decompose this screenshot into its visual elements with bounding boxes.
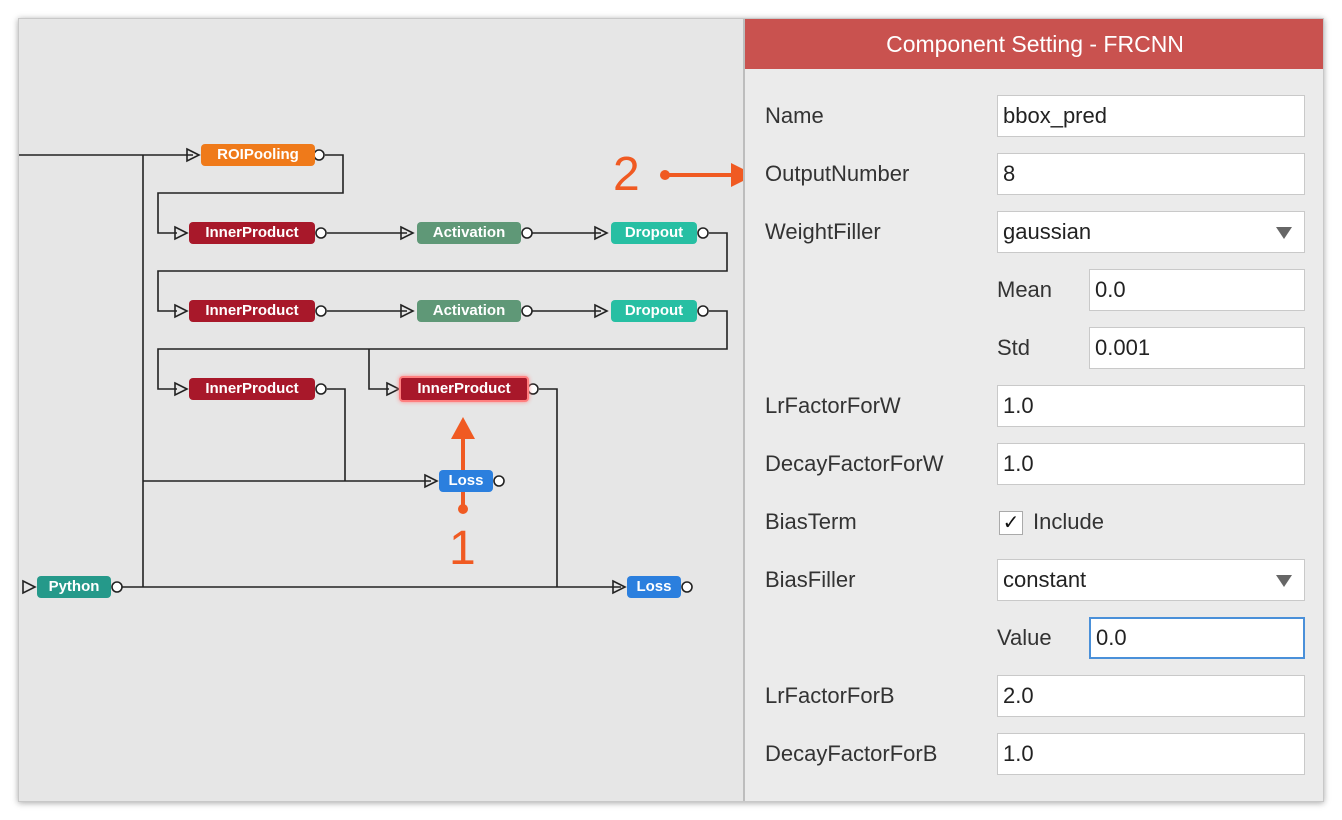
weight-filler-value: gaussian <box>1003 219 1092 244</box>
std-field[interactable]: 0.001 <box>1089 327 1305 369</box>
dropout-node-2[interactable]: Dropout <box>611 300 697 322</box>
chevron-down-icon <box>1276 227 1292 239</box>
value-field[interactable]: 0.0 <box>1089 617 1305 659</box>
decay-factor-b-field[interactable]: 1.0 <box>997 733 1305 775</box>
value-label: Value <box>997 625 1052 650</box>
activation-node-1[interactable]: Activation <box>417 222 521 244</box>
network-canvas[interactable]: ROIPooling InnerProduct Activation Dropo… <box>19 19 743 801</box>
bias-filler-label: BiasFiller <box>765 567 856 592</box>
weight-filler-label: WeightFiller <box>765 219 881 244</box>
std-label: Std <box>997 335 1031 360</box>
bias-term-label: BiasTerm <box>765 509 857 534</box>
component-setting-panel: Component Setting - FRCNN Name bbox_pred… <box>743 19 1323 801</box>
loss-node-2[interactable]: Loss <box>627 576 681 598</box>
annotation-label-1: 1 <box>449 522 476 575</box>
decay-factor-w-label: DecayFactorForW <box>765 451 944 476</box>
python-node[interactable]: Python <box>37 576 111 598</box>
output-number-label: OutputNumber <box>765 161 910 186</box>
innerproduct-node-1[interactable]: InnerProduct <box>189 222 315 244</box>
decay-factor-w-field[interactable]: 1.0 <box>997 443 1305 485</box>
mean-field[interactable]: 0.0 <box>1089 269 1305 311</box>
app-window: ROIPooling InnerProduct Activation Dropo… <box>18 18 1324 802</box>
name-field[interactable]: bbox_pred <box>997 95 1305 137</box>
bias-filler-select[interactable]: constant <box>997 559 1305 601</box>
decay-factor-b-label: DecayFactorForB <box>765 741 938 766</box>
loss-node-1[interactable]: Loss <box>439 470 493 492</box>
annotation-arrow-1 <box>451 417 475 514</box>
roipooling-node[interactable]: ROIPooling <box>201 144 315 166</box>
mean-label: Mean <box>997 277 1053 302</box>
innerproduct-node-3[interactable]: InnerProduct <box>189 378 315 400</box>
name-label: Name <box>765 103 824 128</box>
lr-factor-b-field[interactable]: 2.0 <box>997 675 1305 717</box>
chevron-down-icon <box>1276 575 1292 587</box>
weight-filler-select[interactable]: gaussian <box>997 211 1305 253</box>
innerproduct-node-2[interactable]: InnerProduct <box>189 300 315 322</box>
lr-factor-w-label: LrFactorForW <box>765 393 901 418</box>
bias-term-checkbox[interactable]: ✓ <box>999 511 1023 535</box>
annotation-label-2: 2 <box>613 148 640 201</box>
bias-filler-value: constant <box>1003 567 1087 592</box>
innerproduct-node-selected[interactable]: InnerProduct <box>399 376 529 402</box>
activation-node-2[interactable]: Activation <box>417 300 521 322</box>
panel-title: Component Setting - FRCNN <box>745 19 1323 69</box>
lr-factor-b-label: LrFactorForB <box>765 683 895 708</box>
output-number-field[interactable]: 8 <box>997 153 1305 195</box>
annotation-arrow-2 <box>660 163 743 187</box>
include-label: Include <box>1033 509 1104 534</box>
lr-factor-w-field[interactable]: 1.0 <box>997 385 1305 427</box>
connection-wires <box>19 147 743 595</box>
dropout-node-1[interactable]: Dropout <box>611 222 697 244</box>
